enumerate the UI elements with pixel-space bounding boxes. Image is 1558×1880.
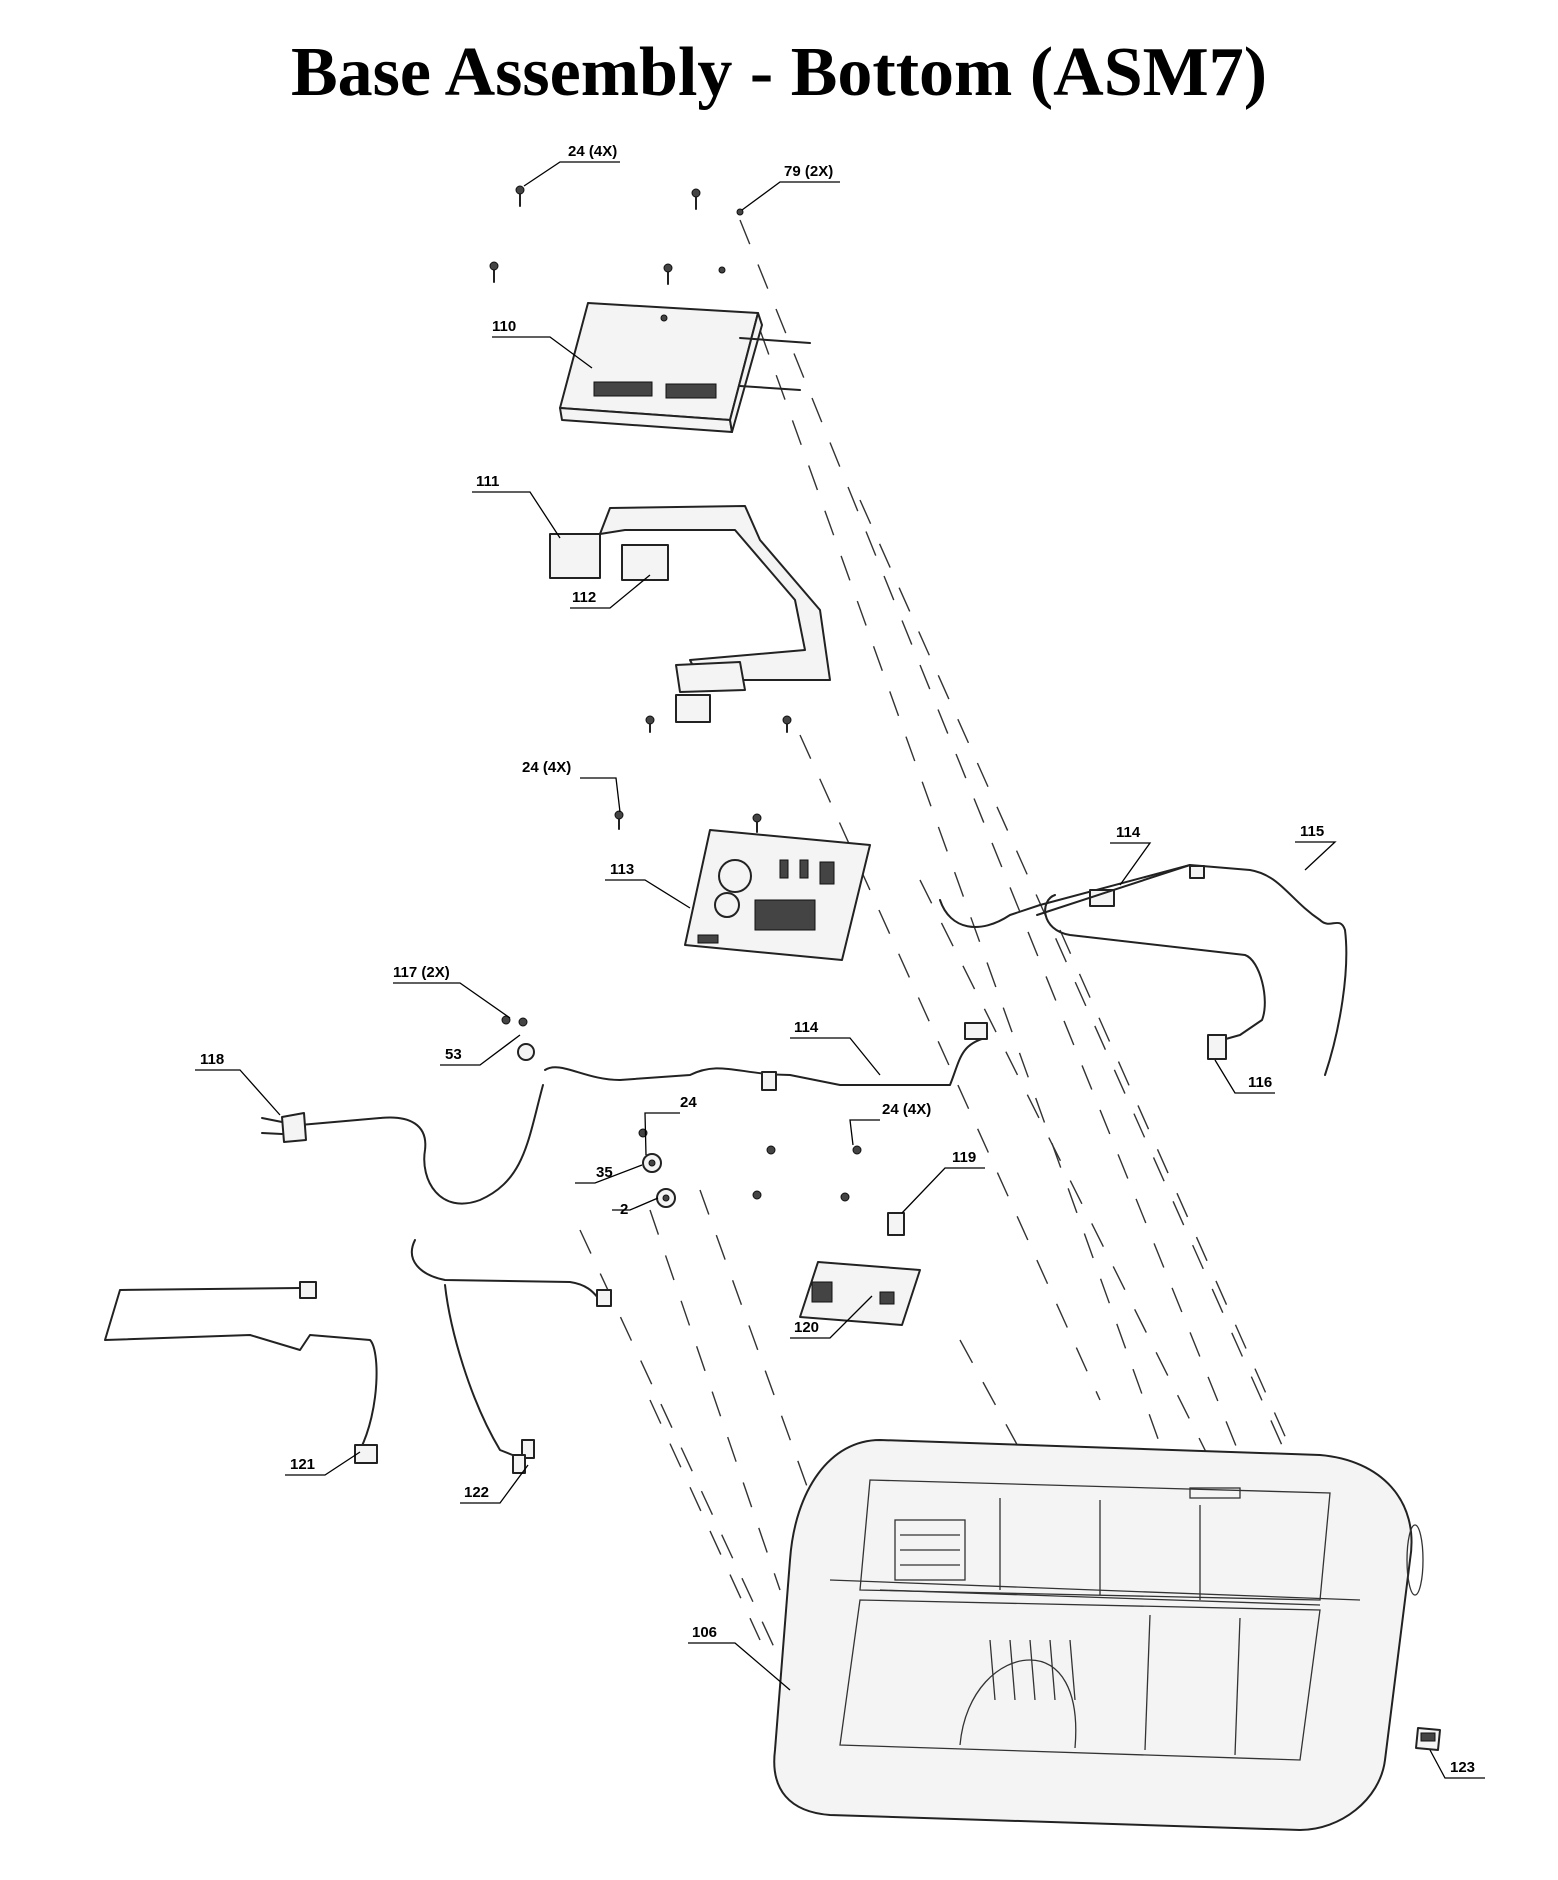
- callout-122: 122: [464, 1484, 489, 1501]
- callout-111: 111: [476, 473, 499, 490]
- callout-113: 113: [610, 861, 634, 878]
- screw-icon: [614, 810, 624, 830]
- screw-icon: [736, 208, 744, 216]
- callout-24-4x-low: 24 (4X): [882, 1101, 931, 1118]
- callout-121: 121: [290, 1456, 315, 1473]
- screws: [489, 185, 862, 1202]
- callout-115: 115: [1300, 823, 1324, 840]
- callout-79-2x: 79 (2X): [784, 163, 833, 180]
- callout-labels: 24 (4X) 79 (2X) 110 111 112 24 (4X) 113 …: [200, 143, 1475, 1776]
- callout-119: 119: [952, 1149, 976, 1166]
- screw-icon: [840, 1192, 850, 1202]
- leader-lines: [195, 161, 1485, 1779]
- callout-116: 116: [1248, 1074, 1272, 1091]
- screw-icon: [718, 266, 726, 274]
- part-114-115-116-upper-harness: [939, 864, 1348, 1076]
- callout-120: 120: [794, 1319, 819, 1336]
- part-121-harness: [104, 1281, 378, 1464]
- callout-110: 110: [492, 318, 516, 335]
- screw-icon: [489, 261, 499, 283]
- screw-icon: [752, 813, 762, 833]
- screw-icon: [752, 1190, 762, 1200]
- part-122-harness: [410, 1239, 612, 1474]
- callout-24: 24: [680, 1094, 697, 1111]
- part-110-control-module: [559, 302, 811, 433]
- callout-53: 53: [445, 1046, 462, 1063]
- screw-icon: [782, 715, 792, 733]
- callout-117-2x: 117 (2X): [393, 964, 450, 981]
- callout-118: 118: [200, 1051, 224, 1068]
- part-113-power-board: [684, 829, 871, 961]
- callout-114-upper: 114: [1116, 824, 1141, 841]
- callout-35: 35: [596, 1164, 613, 1181]
- part-123-switch: [1415, 1727, 1441, 1751]
- part-119-120-sensor-board: [799, 1212, 921, 1326]
- callout-24-4x-top: 24 (4X): [568, 143, 617, 160]
- part-35-2-washers: [642, 1153, 676, 1208]
- part-114-118-lower-harness-and-cord: [261, 1022, 988, 1205]
- screw-icon: [501, 1015, 511, 1025]
- screw-icon: [766, 1145, 776, 1155]
- screw-icon: [691, 188, 701, 210]
- diagram-title: Base Assembly - Bottom (ASM7): [290, 34, 1268, 111]
- callout-24-4x-mid: 24 (4X): [522, 759, 571, 776]
- screw-icon: [515, 185, 525, 207]
- callout-2: 2: [620, 1201, 628, 1218]
- callout-123: 123: [1450, 1759, 1475, 1776]
- callout-112: 112: [572, 589, 596, 606]
- screw-icon: [852, 1145, 862, 1155]
- screw-icon: [645, 715, 655, 733]
- part-111-112-ribbon-cable: [549, 505, 831, 723]
- screw-icon: [518, 1017, 528, 1027]
- screw-icon: [663, 263, 673, 285]
- callout-114-lower: 114: [794, 1019, 819, 1036]
- callout-106: 106: [692, 1624, 717, 1641]
- part-106-base-housing: [773, 1439, 1424, 1831]
